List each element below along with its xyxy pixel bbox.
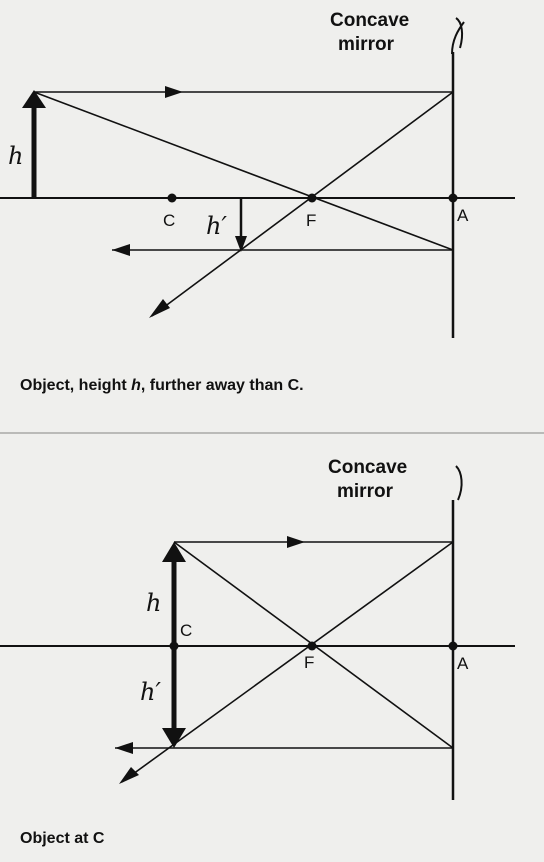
point-a-2 (448, 641, 458, 651)
ray-arrowhead-5 (119, 767, 139, 784)
caption-1: Object, height h, further away than C. (20, 377, 304, 394)
ray-arrowhead-3 (112, 244, 130, 256)
ray-through-f-1 (33, 91, 454, 251)
caption-1-pre: Object, height (20, 377, 131, 394)
object-arrowhead-1 (22, 90, 46, 108)
image-height-label-2: h′ (140, 678, 161, 706)
point-c-1 (167, 193, 177, 203)
diagram-2: Concave mirror C F A h h′ Object at C (0, 457, 515, 847)
mirror-title-2b: mirror (337, 481, 394, 502)
mirror-curl-top-2 (455, 465, 463, 501)
caption-1-var: h (131, 377, 141, 394)
ray-arrowhead-2 (149, 299, 170, 318)
ray-reflect-through-f-2 (121, 541, 454, 783)
caption-1-post: , further away than C. (141, 377, 304, 394)
label-c-2: C (180, 621, 192, 640)
mirror-curl-top-1 (455, 17, 464, 49)
ray-arrowhead-4 (287, 536, 305, 548)
mirror-title-1a: Concave (330, 10, 409, 31)
point-f-2 (307, 641, 317, 651)
diagram-1: Concave mirror C F A h h′ Object, height… (0, 10, 515, 394)
image-arrowhead-2 (162, 728, 186, 748)
label-f-1: F (306, 211, 316, 230)
point-c-2 (169, 641, 179, 651)
label-a-2: A (457, 654, 469, 673)
image-height-label-1: h′ (206, 212, 227, 240)
image-arrowhead-1 (235, 236, 247, 252)
mirror-title-2a: Concave (328, 457, 407, 478)
ray-arrowhead-6 (115, 742, 133, 754)
label-c-1: C (163, 211, 175, 230)
object-height-label-2: h (146, 589, 161, 617)
ray-reflect-through-f-1 (151, 91, 454, 317)
label-f-2: F (304, 653, 314, 672)
object-height-label-1: h (8, 142, 23, 170)
object-arrowhead-2 (162, 542, 186, 562)
label-a-1: A (457, 206, 469, 225)
ray-arrowhead-1 (165, 86, 183, 98)
caption-2: Object at C (20, 830, 105, 847)
mirror-title-1b: mirror (338, 34, 395, 55)
mirror-curl-1 (451, 21, 465, 55)
point-f-1 (307, 193, 317, 203)
point-a-1 (448, 193, 458, 203)
